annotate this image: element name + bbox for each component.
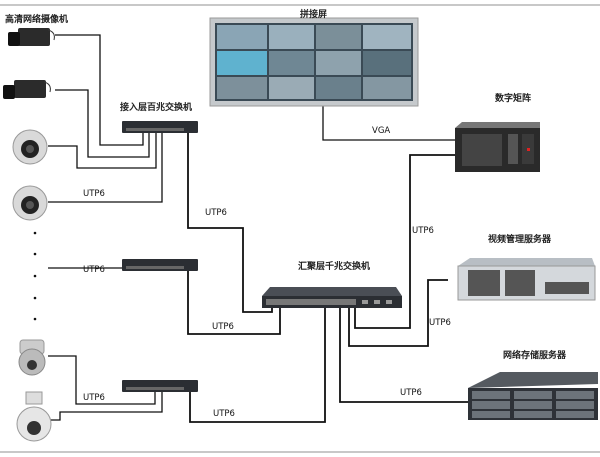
core-switch-label: 汇聚层千兆交换机 <box>298 262 371 272</box>
video-wall-label: 拼接屏 <box>300 10 328 20</box>
utp-label: UTP6 <box>83 393 105 403</box>
utp-label: UTP6 <box>212 322 234 332</box>
utp-label: UTP6 <box>429 318 451 328</box>
digital-matrix-label: 数字矩阵 <box>495 94 532 104</box>
vms-server-device <box>457 258 596 301</box>
link-cam2 <box>55 89 150 158</box>
link-cam1 <box>55 34 144 146</box>
access-switch-3 <box>122 380 198 392</box>
link-ptz-sw3 <box>48 355 156 405</box>
link-dome1 <box>48 133 157 169</box>
link-sw1-core <box>187 133 273 313</box>
link-speeddome-sw3 <box>48 392 163 421</box>
dome-camera-1 <box>12 129 48 165</box>
speed-dome-camera <box>16 391 52 442</box>
vga-label: VGA <box>372 126 391 136</box>
vms-server-label: 视频管理服务器 <box>488 235 552 245</box>
core-switch <box>262 287 402 308</box>
digital-matrix-device <box>455 122 540 172</box>
link-core-vms <box>348 279 448 347</box>
link-wall-matrix <box>322 105 455 141</box>
ptz-camera <box>18 339 46 376</box>
utp-label: UTP6 <box>83 189 105 199</box>
video-wall <box>209 17 419 107</box>
link-core-storage <box>339 308 468 403</box>
storage-server-label: 网络存储服务器 <box>503 351 567 361</box>
access-switch-1 <box>122 121 198 133</box>
utp-label: UTP6 <box>213 409 235 419</box>
more-cameras-dots <box>33 231 37 321</box>
access-switch-2 <box>122 259 198 271</box>
cameras-label: 高清网络摄像机 <box>5 15 69 25</box>
access-switch-label: 接入层百兆交换机 <box>120 103 193 113</box>
box-camera-2 <box>3 80 51 99</box>
utp-label: UTP6 <box>83 265 105 275</box>
utp-label: UTP6 <box>205 208 227 218</box>
storage-server-device <box>468 372 598 420</box>
link-dome2 <box>48 133 163 203</box>
link-core-matrix <box>354 154 455 329</box>
dome-camera-2 <box>12 185 48 221</box>
utp-label: UTP6 <box>400 388 422 398</box>
utp-label: UTP6 <box>412 226 434 236</box>
link-sw2-core <box>187 271 281 335</box>
box-camera-1 <box>8 28 55 46</box>
link-sw3-core <box>189 308 326 423</box>
